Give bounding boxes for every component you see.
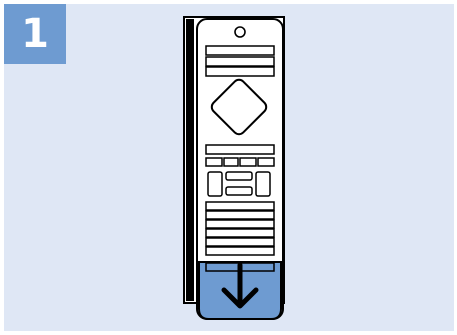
key-row-5	[205, 237, 275, 247]
mid-bar-1	[205, 144, 275, 155]
top-bar-1	[205, 45, 275, 56]
dpad-diamond	[210, 78, 268, 136]
remote-side-edge	[186, 19, 194, 301]
small-btn-2	[223, 157, 239, 167]
key-row-1	[205, 201, 275, 211]
arrow-down-icon	[221, 262, 259, 309]
top-bar-2	[205, 56, 275, 67]
side-btn-left	[207, 171, 223, 197]
key-row-3	[205, 219, 275, 229]
small-btn-4	[257, 157, 275, 167]
key-row-4	[205, 228, 275, 238]
small-btn-1	[205, 157, 223, 167]
center-pill-2	[225, 186, 253, 196]
center-pill-1	[225, 171, 253, 181]
key-row-6	[205, 246, 275, 256]
hang-hole	[234, 26, 246, 38]
side-btn-right	[255, 171, 271, 197]
top-bar-3	[205, 66, 275, 77]
small-btn-3	[239, 157, 257, 167]
step-number-badge: 1	[4, 4, 66, 64]
key-row-2	[205, 210, 275, 220]
